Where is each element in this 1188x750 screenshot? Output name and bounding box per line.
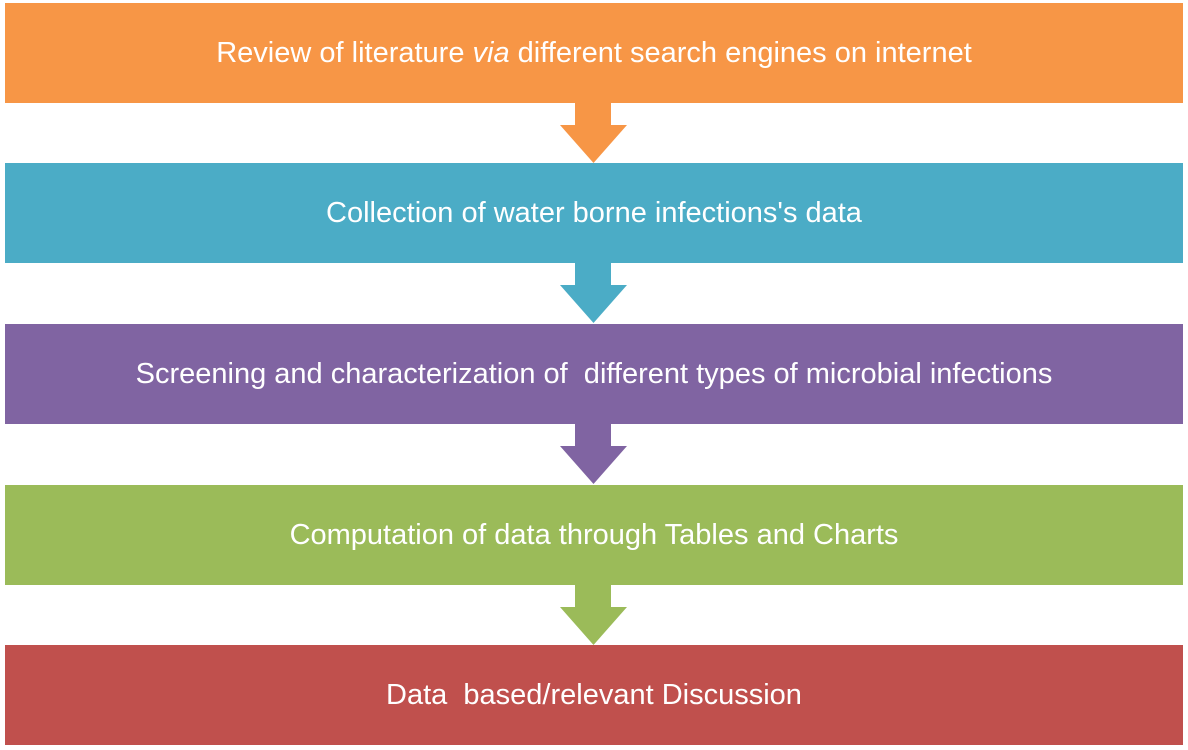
- step-computation: Computation of data through Tables and C…: [5, 485, 1183, 585]
- step-text-pre: Computation of data through Tables and C…: [289, 518, 899, 551]
- step-label: Data based/relevant Discussion: [386, 679, 802, 712]
- step-text-pre: Screening and characterization of differ…: [135, 357, 1053, 390]
- step-text-pre: Collection of water borne infections's d…: [326, 196, 862, 229]
- step-text-pre: Review of literature: [216, 36, 473, 69]
- step-label: Screening and characterization of differ…: [136, 358, 1053, 391]
- step-screening: Screening and characterization of differ…: [5, 324, 1183, 424]
- step-label: Collection of water borne infections's d…: [326, 197, 862, 230]
- down-arrow-icon: [560, 263, 627, 324]
- down-arrow-icon: [560, 585, 627, 646]
- step-discussion: Data based/relevant Discussion: [5, 645, 1183, 745]
- step-text-post: different search engines on internet: [509, 36, 972, 69]
- step-text-em: via: [472, 36, 510, 69]
- down-arrow-icon: [560, 424, 627, 485]
- step-label: Review of literature via different searc…: [216, 37, 972, 70]
- down-arrow-icon: [560, 103, 627, 164]
- step-text-pre: Data based/relevant Discussion: [386, 678, 802, 711]
- step-literature-review: Review of literature via different searc…: [5, 3, 1183, 103]
- step-data-collection: Collection of water borne infections's d…: [5, 163, 1183, 263]
- step-label: Computation of data through Tables and C…: [290, 519, 899, 552]
